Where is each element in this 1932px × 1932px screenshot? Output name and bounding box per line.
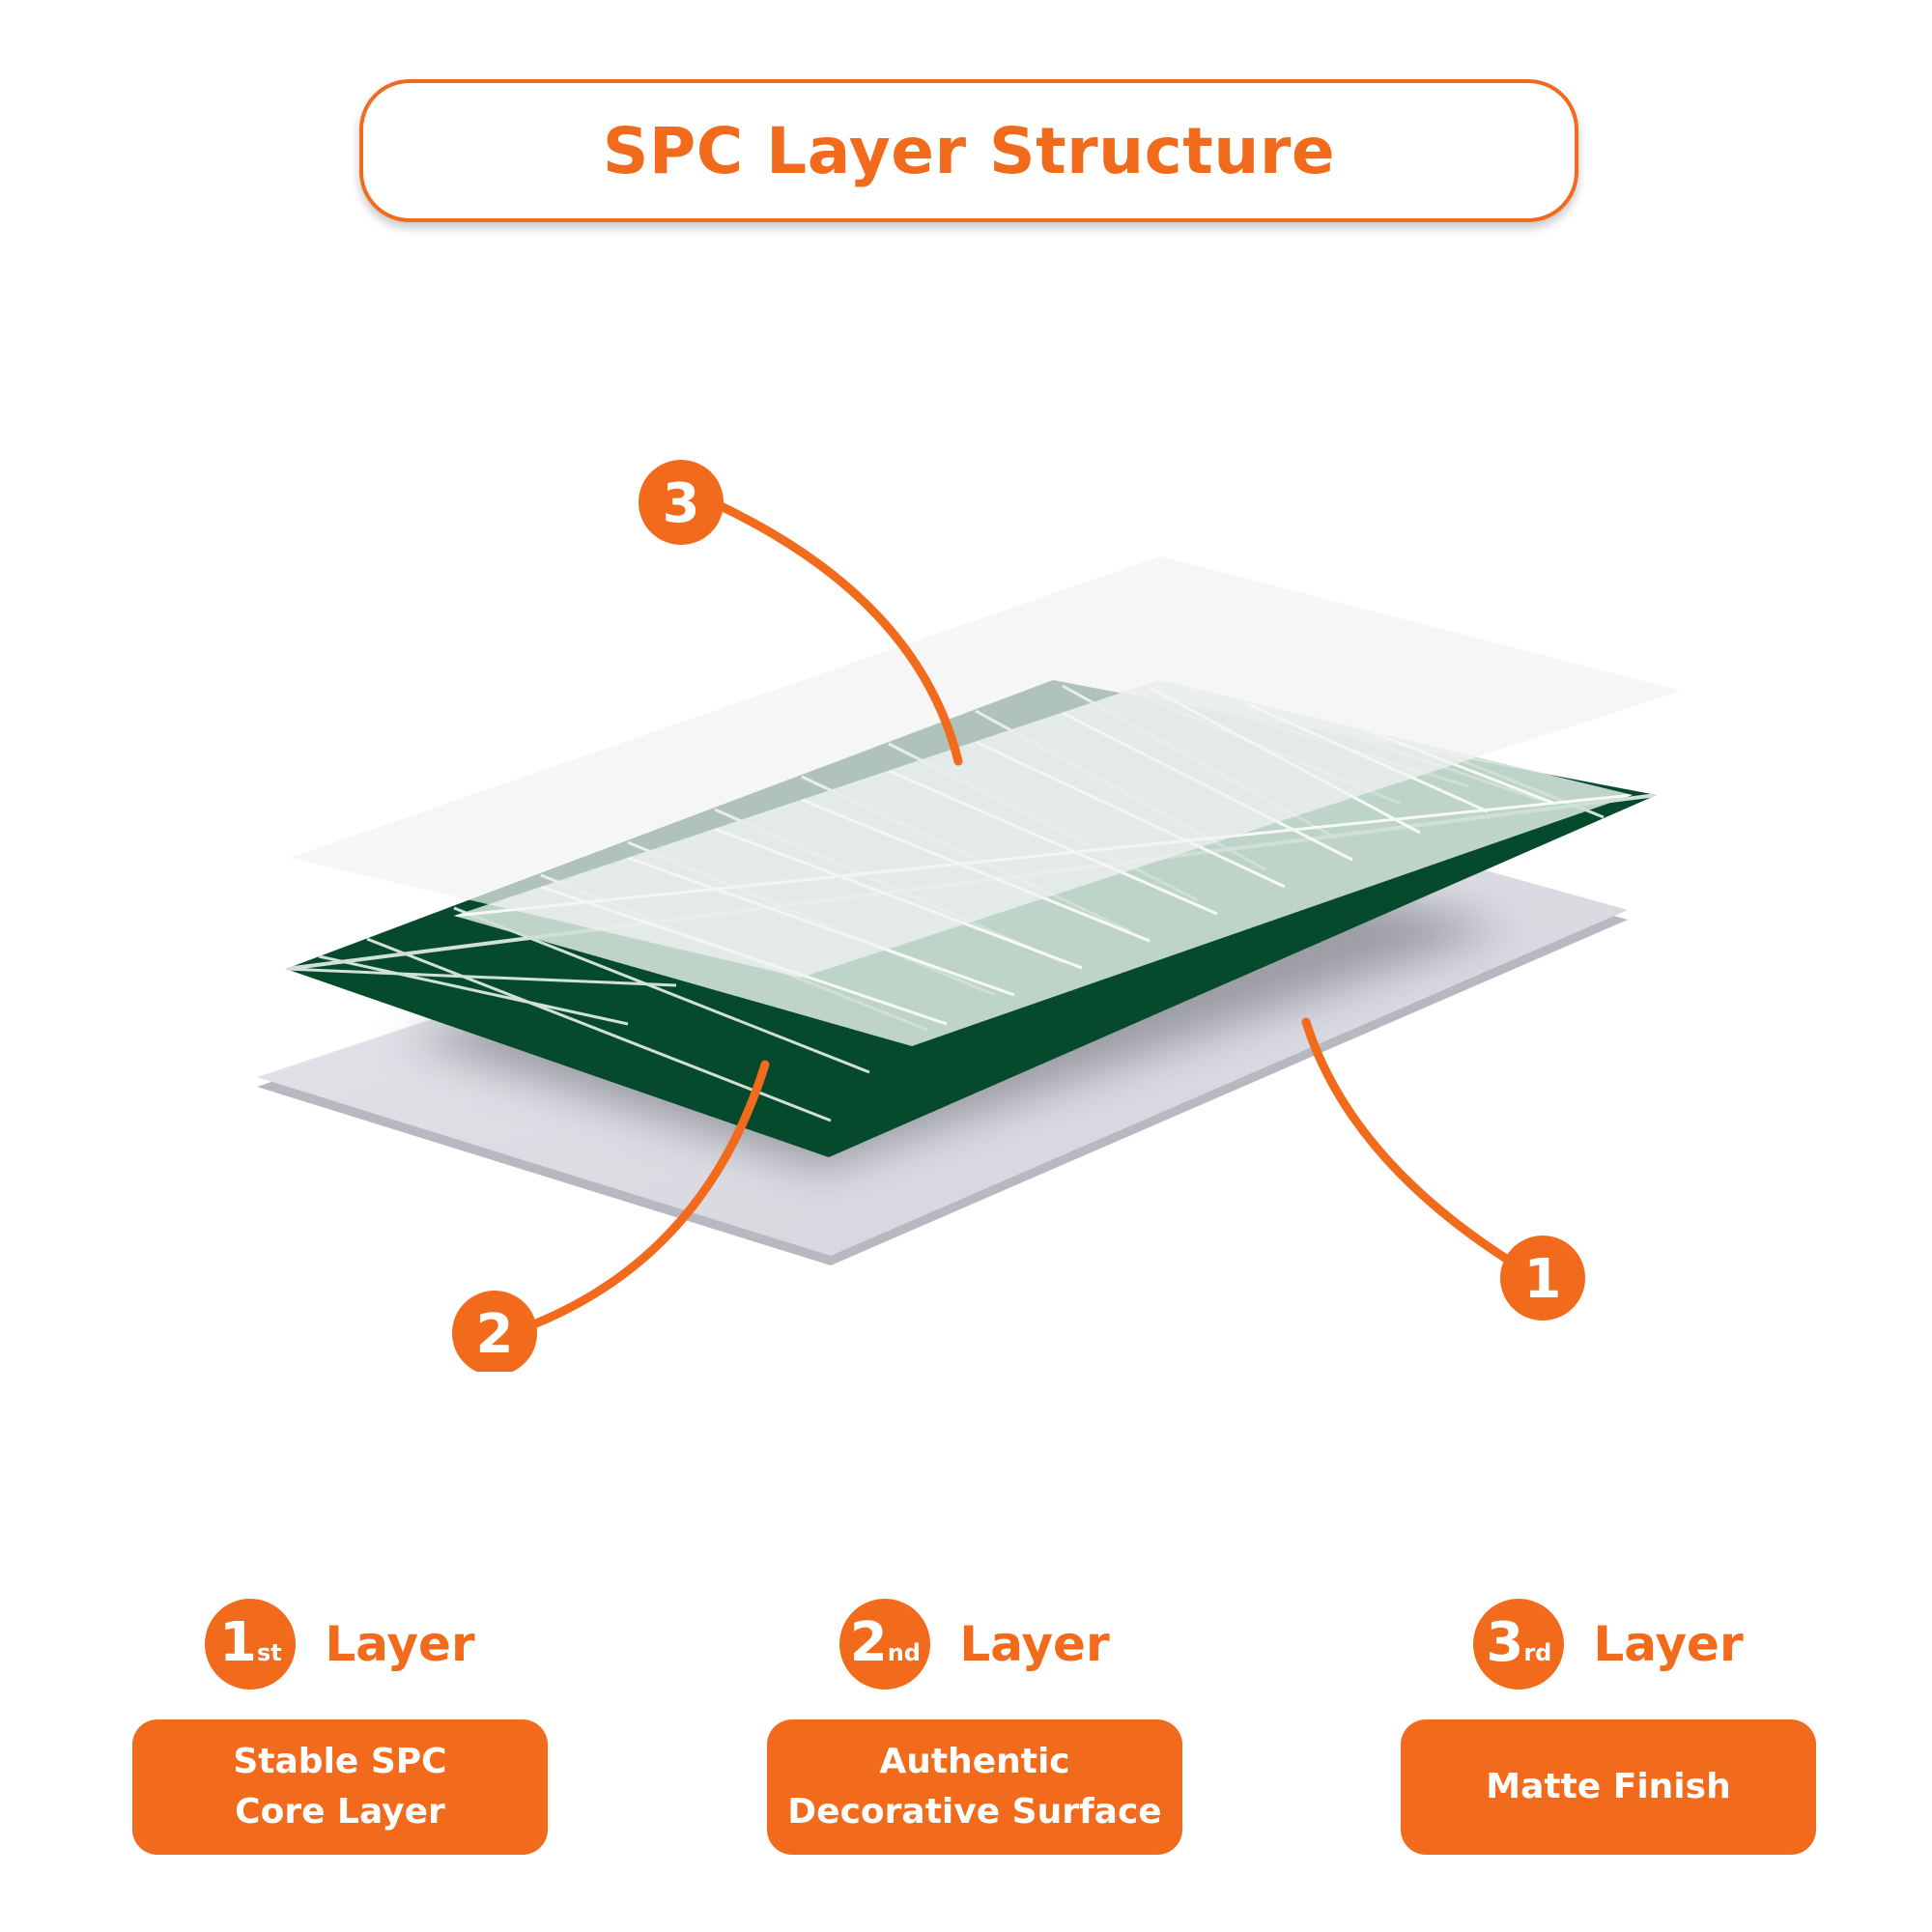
layer-2-description: Authentic Decorative Surface bbox=[767, 1719, 1182, 1855]
layer-1-word: Layer bbox=[325, 1616, 475, 1672]
callout-3-label: 3 bbox=[663, 472, 700, 535]
title-box: SPC Layer Structure bbox=[359, 79, 1578, 222]
layer-2-word: Layer bbox=[959, 1616, 1110, 1672]
matte-finish-layer bbox=[290, 556, 1681, 978]
layer-3-line-1: Matte Finish bbox=[1486, 1767, 1731, 1806]
layer-2-number: 2 bbox=[849, 1611, 888, 1674]
layer-2-line-2: Decorative Surface bbox=[787, 1792, 1162, 1832]
layer-1-description: Stable SPC Core Layer bbox=[132, 1719, 548, 1855]
layer-1-number: 1 bbox=[219, 1611, 257, 1674]
callout-badge-1: 1 bbox=[1500, 1236, 1585, 1321]
layer-1-line-2: Core Layer bbox=[235, 1792, 445, 1832]
callout-lines bbox=[526, 499, 1541, 1330]
callout-1-label: 1 bbox=[1524, 1248, 1562, 1311]
callout-2-label: 2 bbox=[476, 1303, 514, 1366]
callout-line-3 bbox=[712, 499, 963, 766]
callout-badge-3: 3 bbox=[639, 460, 724, 545]
page-title: SPC Layer Structure bbox=[602, 113, 1336, 188]
layer-1-suffix: st bbox=[256, 1639, 282, 1666]
callout-badge-2: 2 bbox=[452, 1291, 537, 1372]
layer-3-description: Matte Finish bbox=[1401, 1719, 1816, 1855]
layer-3-number: 3 bbox=[1486, 1611, 1524, 1674]
callout-line-1 bbox=[1301, 1017, 1541, 1282]
layer-diagram: 3 2 1 bbox=[257, 460, 1681, 1372]
layer-2-line-1: Authentic bbox=[879, 1742, 1070, 1781]
layer-2-suffix: nd bbox=[887, 1639, 921, 1666]
layer-3-word: Layer bbox=[1593, 1616, 1744, 1672]
layer-3-suffix: rd bbox=[1523, 1639, 1552, 1666]
layer-1-line-1: Stable SPC bbox=[233, 1742, 447, 1781]
callout-line-2 bbox=[526, 1060, 770, 1330]
